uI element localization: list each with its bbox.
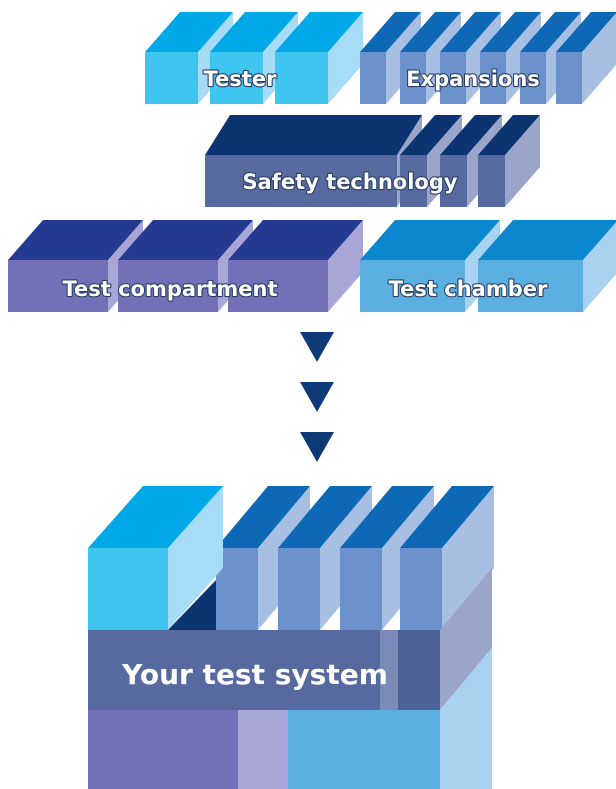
system-expansion-4 bbox=[400, 486, 494, 630]
expansion-blocks bbox=[360, 12, 616, 104]
compartment-block-1 bbox=[8, 220, 143, 312]
tester-blocks bbox=[145, 12, 363, 104]
safety-technology-blocks bbox=[205, 115, 540, 207]
expansion-block-3-front bbox=[440, 52, 466, 104]
compartment-block-3-front bbox=[228, 260, 328, 312]
tester-block-2-front bbox=[210, 52, 263, 104]
chamber-block-2 bbox=[478, 220, 616, 312]
tester-label: Tester bbox=[204, 67, 278, 91]
chamber-block-1-top bbox=[360, 220, 500, 260]
system-tester-side bbox=[168, 486, 223, 630]
expansion-block-2-top bbox=[400, 12, 461, 52]
flow-arrows bbox=[300, 332, 334, 462]
safety-block-main-front bbox=[205, 155, 397, 207]
down-arrow-icon-1 bbox=[300, 332, 334, 362]
system-expansion-2-top bbox=[278, 486, 372, 548]
tester-block-3-side bbox=[328, 12, 363, 104]
expansion-block-6-front bbox=[556, 52, 582, 104]
test-compartment-label: Test compartment bbox=[62, 277, 277, 301]
safety-block-1-front bbox=[400, 155, 427, 207]
safety-block-2-top bbox=[440, 115, 502, 155]
tester-block-1-front bbox=[145, 52, 198, 104]
expansion-block-4-top bbox=[480, 12, 541, 52]
system-expansion-1-front bbox=[216, 548, 258, 630]
system-compartment-front bbox=[88, 710, 238, 789]
system-chamber-front bbox=[288, 710, 440, 789]
system-chamber-side bbox=[440, 648, 492, 789]
test-compartment-blocks bbox=[8, 220, 363, 312]
system-expansion-4-front bbox=[400, 548, 442, 630]
system-expansion-4-side bbox=[442, 486, 494, 630]
chamber-block-1-front bbox=[360, 260, 465, 312]
safety-block-3-front bbox=[478, 155, 505, 207]
expansion-block-3-top bbox=[440, 12, 501, 52]
expansion-block-3 bbox=[440, 12, 501, 104]
chamber-block-2-front bbox=[478, 260, 583, 312]
safety-block-main-top bbox=[205, 115, 422, 155]
expansion-block-1-front bbox=[360, 52, 386, 104]
safety-technology-label: Safety technology bbox=[242, 170, 457, 194]
compartment-block-2 bbox=[118, 220, 253, 312]
system-compartment-side bbox=[238, 710, 288, 789]
your-test-system-label: Your test system bbox=[121, 658, 388, 691]
system-safety-divider bbox=[380, 630, 398, 710]
safety-block-3 bbox=[478, 115, 540, 207]
tester-block-2-top bbox=[210, 12, 298, 52]
expansion-block-5-top bbox=[520, 12, 581, 52]
test-chamber-blocks bbox=[360, 220, 616, 312]
test-chamber-label: Test chamber bbox=[389, 277, 548, 301]
system-expansion-3-top bbox=[340, 486, 434, 548]
system-safety-side bbox=[440, 568, 492, 710]
safety-block-3-top bbox=[478, 115, 540, 155]
compartment-block-2-front bbox=[118, 260, 218, 312]
system-expansion-1-top bbox=[216, 486, 310, 548]
expansion-block-2-front bbox=[400, 52, 426, 104]
tester-block-3-front bbox=[275, 52, 328, 104]
chamber-block-1 bbox=[360, 220, 500, 312]
chamber-block-2-top bbox=[478, 220, 616, 260]
compartment-block-3 bbox=[228, 220, 363, 312]
safety-block-3-side bbox=[505, 115, 540, 207]
tester-block-3 bbox=[275, 12, 363, 104]
system-expansion-4-top bbox=[400, 486, 494, 548]
compartment-block-2-top bbox=[118, 220, 253, 260]
expansion-block-6-top bbox=[556, 12, 616, 52]
expansion-block-4 bbox=[480, 12, 541, 104]
tester-block-1-top bbox=[145, 12, 233, 52]
expansion-block-4-front bbox=[480, 52, 506, 104]
chamber-block-2-side bbox=[583, 222, 616, 312]
down-arrow-icon-2 bbox=[300, 382, 334, 412]
compartment-block-1-front bbox=[8, 260, 108, 312]
compartment-block-1-top bbox=[8, 220, 143, 260]
expansion-block-5-front bbox=[520, 52, 546, 104]
combined-test-system bbox=[88, 486, 494, 789]
expansion-block-6-side bbox=[582, 13, 616, 104]
system-tester-front bbox=[88, 548, 168, 630]
system-tester-top bbox=[88, 486, 223, 548]
system-safety-front bbox=[88, 630, 380, 710]
expansion-block-1-top bbox=[360, 12, 421, 52]
tester-block-3-top bbox=[275, 12, 363, 52]
safety-block-1-top bbox=[400, 115, 462, 155]
system-tester bbox=[88, 486, 223, 630]
expansions-label: Expansions bbox=[406, 67, 540, 91]
system-shadow bbox=[168, 580, 216, 630]
expansion-block-6 bbox=[556, 12, 616, 104]
compartment-block-3-side bbox=[328, 220, 363, 312]
down-arrow-icon-3 bbox=[300, 432, 334, 462]
safety-block-2-front bbox=[440, 155, 467, 207]
system-expansion-2-front bbox=[278, 548, 320, 630]
system-expansion-3-front bbox=[340, 548, 382, 630]
compartment-block-3-top bbox=[228, 220, 363, 260]
